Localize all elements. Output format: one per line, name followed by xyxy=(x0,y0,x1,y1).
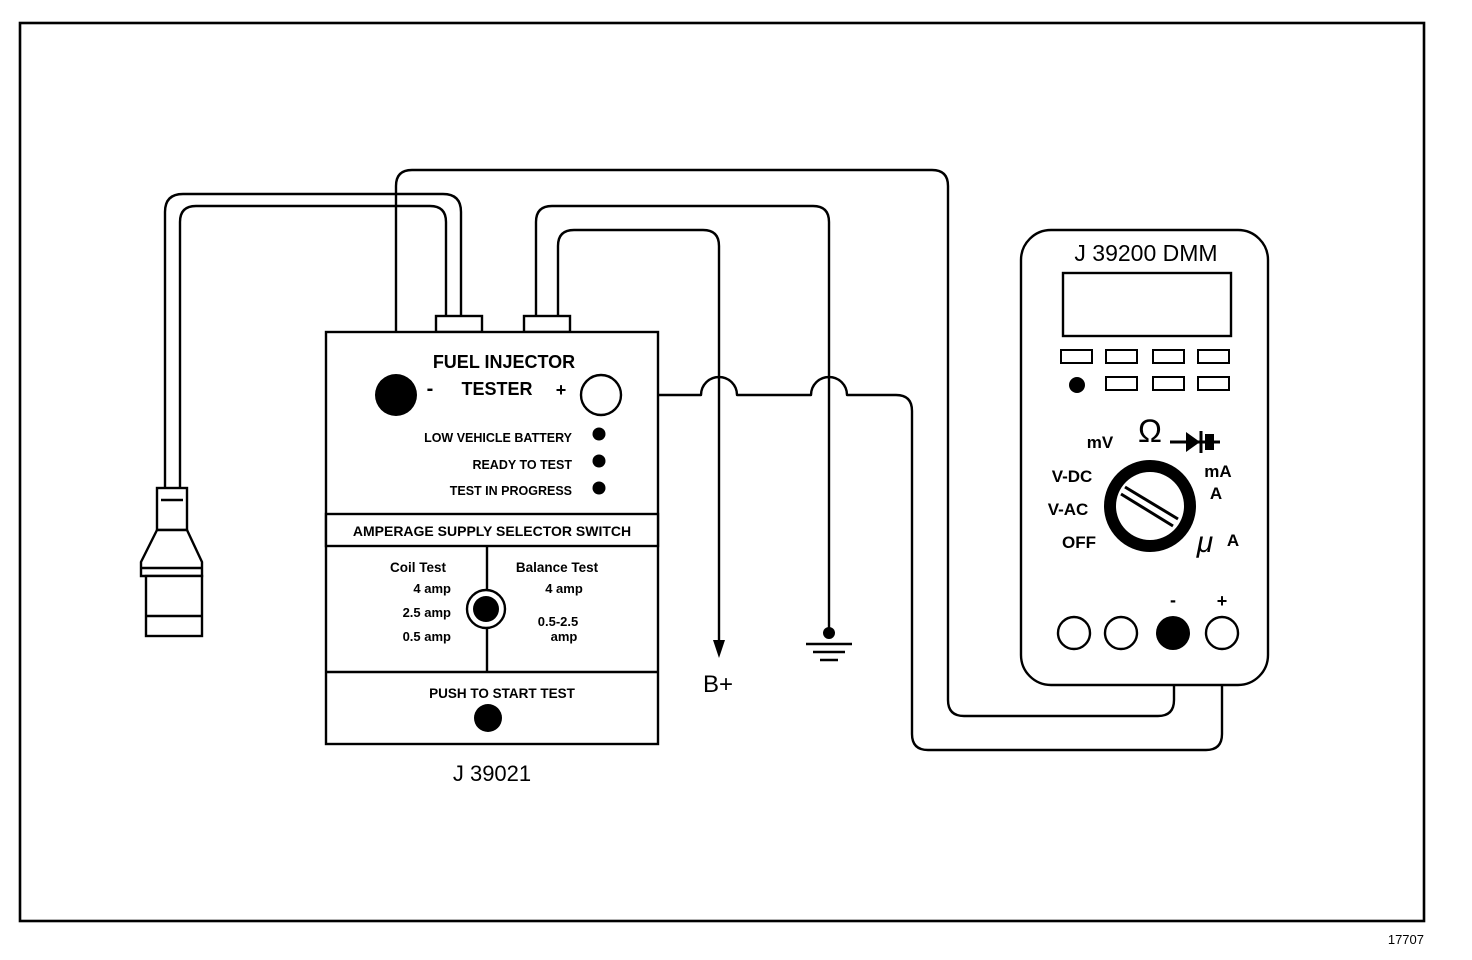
dmm-jack-2[interactable] xyxy=(1103,615,1139,651)
ground-connection-dot xyxy=(823,627,835,639)
b-plus-arrow xyxy=(713,640,725,658)
figure-frame xyxy=(18,21,1426,923)
dmm-title: J 39200 DMM xyxy=(1074,240,1217,266)
indicator-ready-label: READY TO TEST xyxy=(472,458,572,472)
wire-tester-plus-to-dmm-plus xyxy=(599,375,1224,752)
dmm-button[interactable] xyxy=(1197,376,1230,391)
balance-test-range: 0.5-2.5 xyxy=(538,614,578,629)
dmm-button[interactable] xyxy=(1197,349,1230,364)
dmm-button[interactable] xyxy=(1105,376,1138,391)
coil-test-2-5amp: 2.5 amp xyxy=(403,605,451,620)
coil-test-0-5amp: 0.5 amp xyxy=(403,629,451,644)
b-plus-label: B+ xyxy=(703,671,733,698)
dmm-power-button[interactable] xyxy=(1069,377,1085,393)
injector-connector xyxy=(139,486,204,638)
dmm-rotary-dial[interactable] xyxy=(1104,460,1196,552)
dial-label-ua-a: A xyxy=(1227,531,1239,550)
indicator-in-progress-label: TEST IN PROGRESS xyxy=(450,484,572,498)
dial-label-ma: mA xyxy=(1204,462,1231,481)
dmm-button[interactable] xyxy=(1105,349,1138,364)
dmm-body xyxy=(1019,228,1270,687)
dial-label-mv: mV xyxy=(1087,433,1114,452)
indicator-ready-led xyxy=(592,454,606,468)
dmm-button[interactable] xyxy=(1152,376,1185,391)
diode-icon xyxy=(1170,431,1220,453)
tester-top-connector-right xyxy=(522,314,572,334)
push-to-start-button[interactable] xyxy=(474,704,502,732)
tester-plus-jack[interactable] xyxy=(579,373,623,417)
tester-plus-label: + xyxy=(556,380,567,400)
selector-header-label: AMPERAGE SUPPLY SELECTOR SWITCH xyxy=(353,523,631,539)
balance-test-heading: Balance Test xyxy=(516,560,599,575)
dial-label-ua-mu: μ xyxy=(1196,526,1213,559)
dial-label-vdc: V-DC xyxy=(1052,467,1093,486)
dial-label-a: A xyxy=(1210,484,1222,503)
dial-label-vac: V-AC xyxy=(1048,500,1089,519)
selector-header-band xyxy=(324,512,660,548)
power-cable-outer xyxy=(534,204,831,632)
tester-title-line1: FUEL INJECTOR xyxy=(433,352,575,372)
dial-label-ohm: Ω xyxy=(1138,413,1162,449)
tester-top-connector-left xyxy=(434,314,484,334)
dmm-button[interactable] xyxy=(1060,349,1093,364)
dmm-display xyxy=(1061,271,1233,338)
dmm-jack-minus-label: - xyxy=(1170,590,1176,610)
amperage-selector-knob[interactable] xyxy=(465,588,507,630)
indicator-in-progress-led xyxy=(592,481,606,495)
tester-title-line2: TESTER xyxy=(461,379,532,399)
dial-label-off: OFF xyxy=(1062,533,1096,552)
dmm-jack-minus[interactable] xyxy=(1156,616,1190,650)
dmm-jack-1[interactable] xyxy=(1056,615,1092,651)
indicator-low-battery-label: LOW VEHICLE BATTERY xyxy=(424,431,573,445)
dmm-jack-plus[interactable] xyxy=(1204,615,1240,651)
dmm-jack-plus-label: + xyxy=(1217,591,1228,611)
balance-test-amp: amp xyxy=(551,629,578,644)
tester-part-number: J 39021 xyxy=(453,761,531,786)
tester-minus-label: - xyxy=(427,378,434,400)
figure-number: 17707 xyxy=(1388,932,1424,947)
power-cable-inner xyxy=(556,228,721,642)
dmm-button[interactable] xyxy=(1152,349,1185,364)
coil-test-4amp: 4 amp xyxy=(413,581,451,596)
injector-cable-outer xyxy=(163,192,463,492)
indicator-low-battery-led xyxy=(592,427,606,441)
push-to-start-label: PUSH TO START TEST xyxy=(429,686,576,701)
wire-tester-minus-to-dmm-minus xyxy=(394,168,1176,718)
balance-test-4amp: 4 amp xyxy=(545,581,583,596)
injector-cable-inner xyxy=(178,204,448,492)
coil-test-heading: Coil Test xyxy=(390,560,447,575)
tester-minus-jack[interactable] xyxy=(375,374,417,416)
